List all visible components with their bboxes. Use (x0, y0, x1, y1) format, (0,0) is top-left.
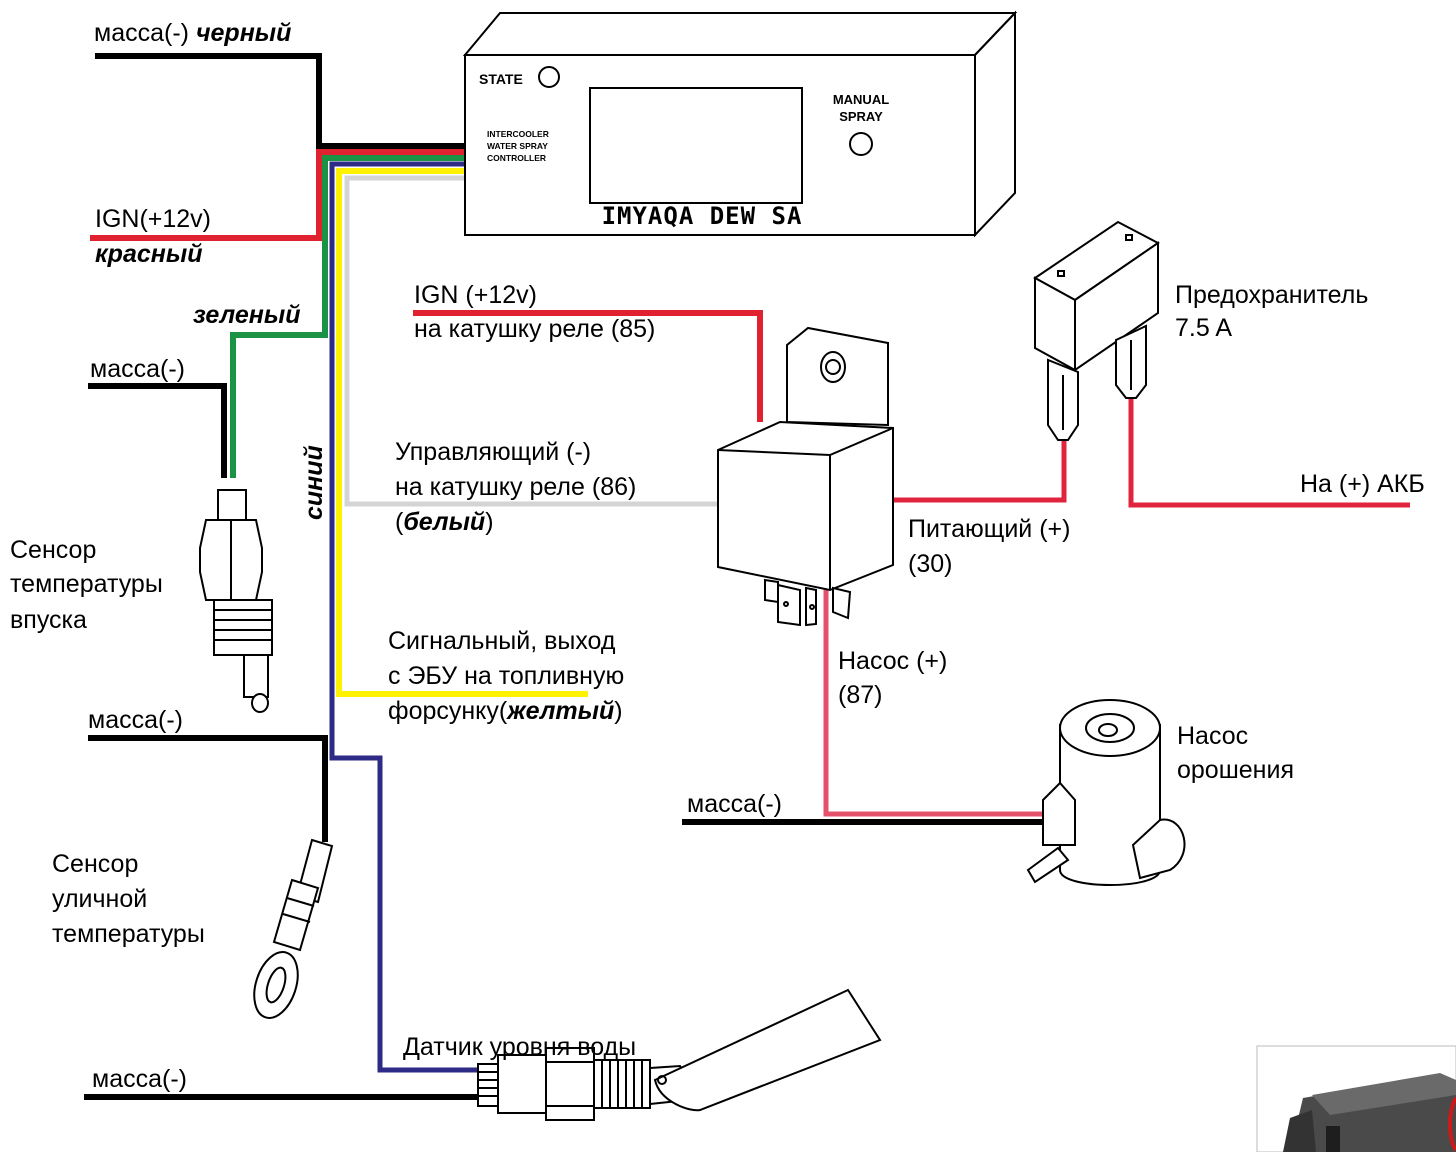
wire-green-sensor (230, 155, 465, 478)
label-pump-pin-1: Насос (+) (838, 647, 947, 675)
label-ground-outdoor: масса(-) (88, 706, 183, 734)
controller-box: STATE INTERCOOLER WATER SPRAY CONTROLLER… (462, 10, 1018, 238)
label-color-white: белый (403, 508, 485, 536)
label-fuse-2: 7.5 A (1175, 314, 1232, 342)
relay-icon (717, 326, 894, 627)
label-control-2: на катушку реле (86) (395, 473, 636, 501)
controller-display (589, 87, 803, 204)
wire-relay-fuse (893, 440, 1067, 503)
label-ign-relay-1: IGN (+12v) (414, 281, 537, 309)
label-signal-2: с ЭБУ на топливную (388, 662, 624, 690)
labels: масса(-) черный IGN(+12v) красный зелены… (10, 19, 1425, 1093)
controller-brand: IMYAQA DEW SA (602, 202, 803, 230)
label-pump-2: орошения (1177, 756, 1294, 784)
pump-icon (1026, 699, 1186, 886)
label-signal-3: форсунку(желтый) (388, 697, 623, 725)
label-outdoor-sensor-3: температуры (52, 920, 205, 948)
label-water-level: Датчик уровня воды (403, 1033, 636, 1061)
label-pump-1: Насос (1177, 722, 1248, 750)
label-color-yellow: желтый (505, 697, 614, 725)
label-outdoor-sensor-1: Сенсор (52, 850, 138, 878)
label-color-red: красный (95, 240, 202, 268)
wire-black-ground (95, 53, 465, 149)
water-level-sensor-icon (477, 988, 882, 1121)
intake-temperature-sensor-icon (199, 489, 273, 713)
label-ground-black-text: масса(-) (94, 19, 189, 47)
label-ground-black: масса(-) черный (94, 19, 291, 47)
wire-relay-pump (823, 585, 1048, 817)
label-control-3-open: ( (395, 508, 404, 536)
label-signal-1: Сигнальный, выход (388, 627, 616, 655)
label-power-1: Питающий (+) (908, 515, 1070, 543)
label-intake-sensor-3: впуска (10, 606, 87, 634)
wire-white (344, 175, 718, 507)
state-label: STATE (479, 71, 523, 87)
outdoor-temperature-sensor-icon (253, 838, 334, 1019)
label-ground-pump: масса(-) (687, 790, 782, 818)
wire-fuse-battery (1128, 398, 1410, 508)
label-ground-intake: масса(-) (90, 355, 185, 383)
controller-name-line-3: CONTROLLER (487, 153, 546, 163)
label-battery: На (+) АКБ (1300, 470, 1425, 498)
label-power-2: (30) (908, 550, 952, 578)
label-ign-relay-2: на катушку реле (85) (414, 315, 655, 343)
label-signal-3-close: ) (614, 697, 622, 725)
label-ground-water: масса(-) (92, 1065, 187, 1093)
product-photo-inset (1256, 1045, 1456, 1152)
label-color-green: зеленый (193, 301, 300, 329)
wire-blue (329, 161, 478, 1073)
manual-spray-label-1: MANUAL (833, 92, 889, 107)
controller-name-line-1: INTERCOOLER (487, 129, 549, 139)
wire-ign-relay (413, 310, 763, 422)
wire-ground-intake (88, 383, 227, 478)
fuse-icon (1033, 220, 1160, 441)
label-color-blue: синий (300, 445, 328, 520)
wire-red-ign (90, 149, 465, 241)
label-pump-pin-2: (87) (838, 681, 882, 709)
wires (84, 53, 1410, 1100)
label-intake-sensor-2: температуры (10, 570, 163, 598)
label-fuse-1: Предохранитель (1175, 281, 1368, 309)
label-control-3-close: ) (485, 508, 493, 536)
controller-name-line-2: WATER SPRAY (487, 141, 548, 151)
state-led-icon (538, 66, 560, 88)
label-intake-sensor-1: Сенсор (10, 536, 96, 564)
label-color-black: черный (196, 19, 291, 47)
label-control-3: (белый) (395, 508, 494, 536)
wire-yellow (336, 168, 588, 697)
label-outdoor-sensor-2: уличной (52, 885, 147, 913)
manual-spray-button[interactable] (849, 132, 873, 156)
label-control-1: Управляющий (-) (395, 438, 591, 466)
label-ign: IGN(+12v) (95, 205, 211, 233)
wire-ground-outdoor (88, 735, 328, 842)
manual-spray-label-2: SPRAY (839, 109, 883, 124)
label-signal-3-prefix: форсунку( (388, 697, 508, 725)
